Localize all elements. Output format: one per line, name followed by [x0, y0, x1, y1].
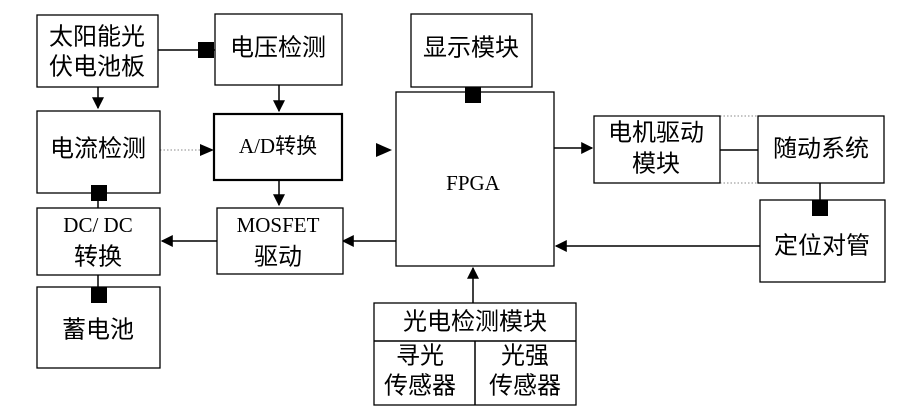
seek-sensor-label-line1: 寻光	[396, 342, 444, 370]
motor-drive-label-line1: 电机驱动	[608, 119, 704, 147]
solar-panel-label-line2: 伏电池板	[49, 53, 145, 81]
connector-square	[91, 287, 107, 303]
current-detect-label: 电流检测	[50, 135, 146, 163]
ad-convert-block: A/D转换	[212, 112, 344, 182]
fpga-block: FPGA	[395, 91, 555, 267]
locating-tube-label: 定位对管	[774, 232, 870, 260]
connector-square	[812, 200, 828, 216]
voltage-detect-block: 电压检测	[214, 13, 343, 86]
servo-system-label: 随动系统	[773, 135, 869, 163]
dcdc-block: DC/ DC 转换	[36, 207, 161, 276]
servo-system-block: 随动系统	[757, 115, 885, 184]
display-block: 显示模块	[410, 13, 533, 88]
connector-square	[91, 185, 107, 201]
connector-square	[465, 87, 481, 103]
display-label: 显示模块	[423, 34, 519, 62]
solar-panel-block: 太阳能光 伏电池板	[36, 14, 159, 88]
mosfet-block: MOSFET 驱动	[216, 207, 344, 275]
mosfet-label-line2: 驱动	[254, 243, 302, 271]
photo-detect-module: 光电检测模块 寻光 传感器 光强 传感器	[373, 302, 577, 406]
motor-drive-block: 电机驱动 模块	[593, 115, 721, 184]
fpga-label: FPGA	[446, 171, 501, 195]
motor-drive-label-line2: 模块	[632, 150, 680, 178]
battery-label: 蓄电池	[62, 316, 134, 344]
current-detect-block: 电流检测	[36, 110, 161, 194]
ad-to-fpga-arrowhead	[376, 143, 392, 157]
voltage-detect-label: 电压检测	[230, 34, 326, 62]
seek-sensor-label-line2: 传感器	[384, 372, 456, 400]
dcdc-label-line2: 转换	[74, 243, 122, 271]
mosfet-label-line1: MOSFET	[237, 213, 320, 237]
ad-convert-label: A/D转换	[239, 134, 317, 158]
intensity-sensor-label-line2: 传感器	[489, 372, 561, 400]
photo-detect-label: 光电检测模块	[403, 308, 547, 336]
connector-square	[198, 42, 214, 58]
dcdc-label-line1: DC/ DC	[63, 213, 132, 237]
solar-panel-label-line1: 太阳能光	[49, 23, 145, 51]
connector-squares	[91, 42, 828, 303]
current-to-ad-arrowhead	[200, 144, 214, 156]
intensity-sensor-label-line1: 光强	[501, 342, 549, 370]
